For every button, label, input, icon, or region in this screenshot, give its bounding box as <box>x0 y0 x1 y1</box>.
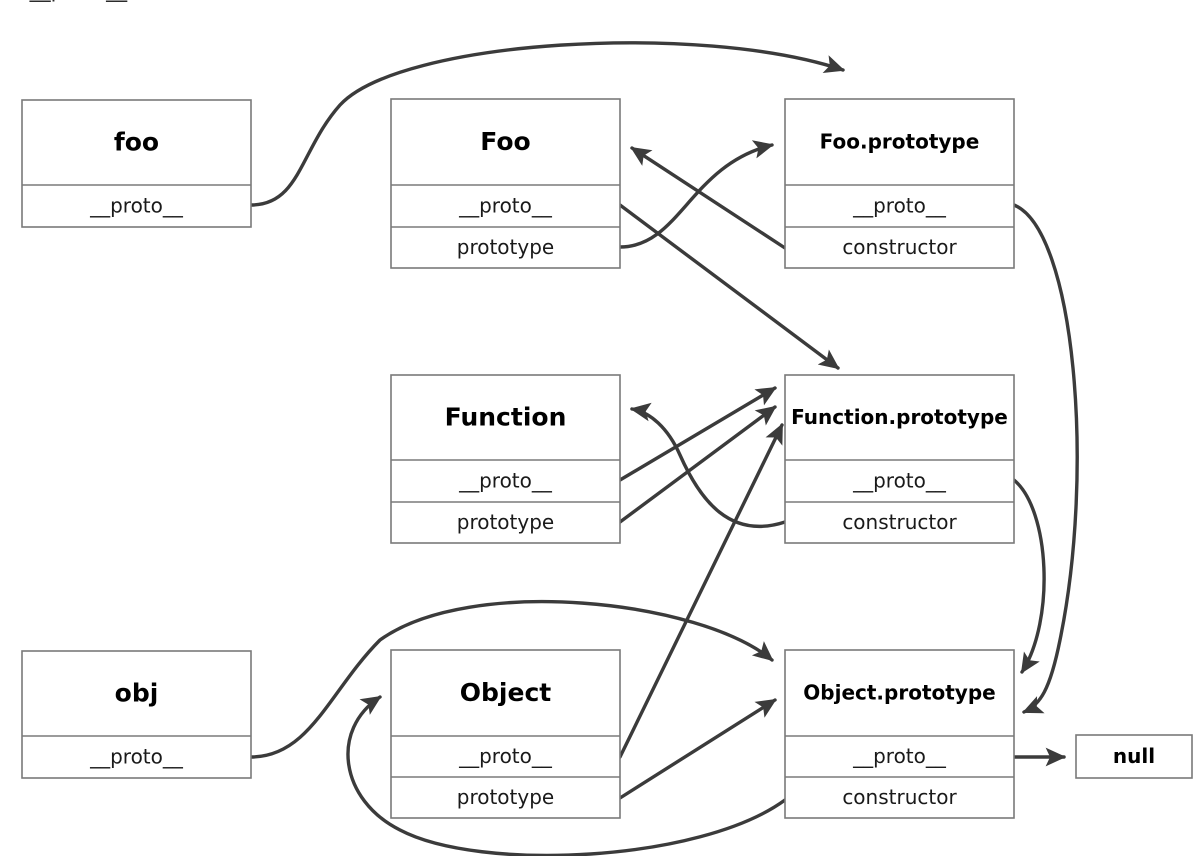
box-field-Foo.prototype-constructor: constructor <box>842 235 957 259</box>
edge-Fooproto-constructor-to-Foo <box>630 146 787 250</box>
edge-Foo-prototype-to-Foo-prototype-box <box>618 140 774 249</box>
box-title-obj: obj <box>115 679 159 708</box>
edge-Object-prototype-to-Objectprototype <box>618 698 777 800</box>
box-frame <box>21 99 252 228</box>
box-field-obj-__proto__: __proto__ <box>89 745 184 769</box>
box-Function: Function __proto__ prototype <box>390 374 621 544</box>
box-title-Object: Object <box>460 678 551 707</box>
box-frame <box>784 649 1015 819</box>
box-field-Function.prototype-__proto__: __proto__ <box>852 469 947 493</box>
box-null: null <box>1075 734 1193 779</box>
box-field-Object-prototype: prototype <box>457 785 554 809</box>
edge-Functionproto-constructor-to-Function <box>629 402 787 529</box>
box-field-Object.prototype-constructor: constructor <box>842 785 957 809</box>
box-obj: obj __proto__ <box>21 650 252 779</box>
edge-Function-proto-to-Function-prototype <box>618 386 777 482</box>
box-title-Function.prototype: Function.prototype <box>791 405 1008 429</box>
box-field-Foo-prototype: prototype <box>457 235 554 259</box>
box-frame <box>21 650 252 779</box>
edge-Function-prototype-to-Function-prototype-box <box>618 405 777 524</box>
edge-Objectproto-constructor-to-Object <box>346 695 787 856</box>
edges-layer <box>249 41 1079 856</box>
box-frame <box>784 98 1015 269</box>
box-frame <box>390 374 621 544</box>
clipped-caption-text: 的 __proto__ 与构造函数的原型，我画了一个图 <box>0 0 1202 12</box>
box-field-Object.prototype-__proto__: __proto__ <box>852 744 947 768</box>
box-field-Function-prototype: prototype <box>457 510 554 534</box>
box-title-foo: foo <box>114 128 159 157</box>
box-Object.prototype: Object.prototype __proto__ constructor <box>784 649 1015 819</box>
box-Object: Object __proto__ prototype <box>390 649 621 819</box>
edge-foo-proto-to-Foo-prototype <box>249 41 845 207</box>
box-frame <box>784 374 1015 544</box>
edge-Fooproto-proto-to-Objectprototype <box>1012 203 1079 714</box>
box-foo: foo __proto__ <box>21 99 252 228</box>
box-Foo.prototype: Foo.prototype __proto__ constructor <box>784 98 1015 269</box>
box-title-null: null <box>1113 744 1155 768</box>
box-title-Object.prototype: Object.prototype <box>803 681 995 705</box>
box-title-Foo.prototype: Foo.prototype <box>820 130 980 154</box>
box-field-Object-__proto__: __proto__ <box>458 744 553 768</box>
box-field-foo-__proto__: __proto__ <box>89 194 184 218</box>
box-title-Foo: Foo <box>480 127 530 156</box>
box-frame <box>390 649 621 819</box>
edge-Foo-proto-to-Function-prototype <box>618 203 840 370</box>
edge-Functionproto-proto-to-Objectprototype <box>1012 478 1046 674</box>
box-frame <box>390 98 621 269</box>
box-field-Foo-__proto__: __proto__ <box>458 194 553 218</box>
box-title-Function: Function <box>445 403 567 432</box>
box-field-Function-__proto__: __proto__ <box>458 469 553 493</box>
box-field-Foo.prototype-__proto__: __proto__ <box>852 194 947 218</box>
box-Foo: Foo __proto__ prototype <box>390 98 621 269</box>
box-frame <box>1075 734 1193 779</box>
boxes-layer: foo __proto__ Foo __proto__ prototype Foo.pro… <box>21 98 1193 819</box>
box-field-Function.prototype-constructor: constructor <box>842 510 957 534</box>
box-Function.prototype: Function.prototype __proto__ constructor <box>784 374 1015 544</box>
edge-Object-proto-to-Function-prototype <box>618 423 784 759</box>
